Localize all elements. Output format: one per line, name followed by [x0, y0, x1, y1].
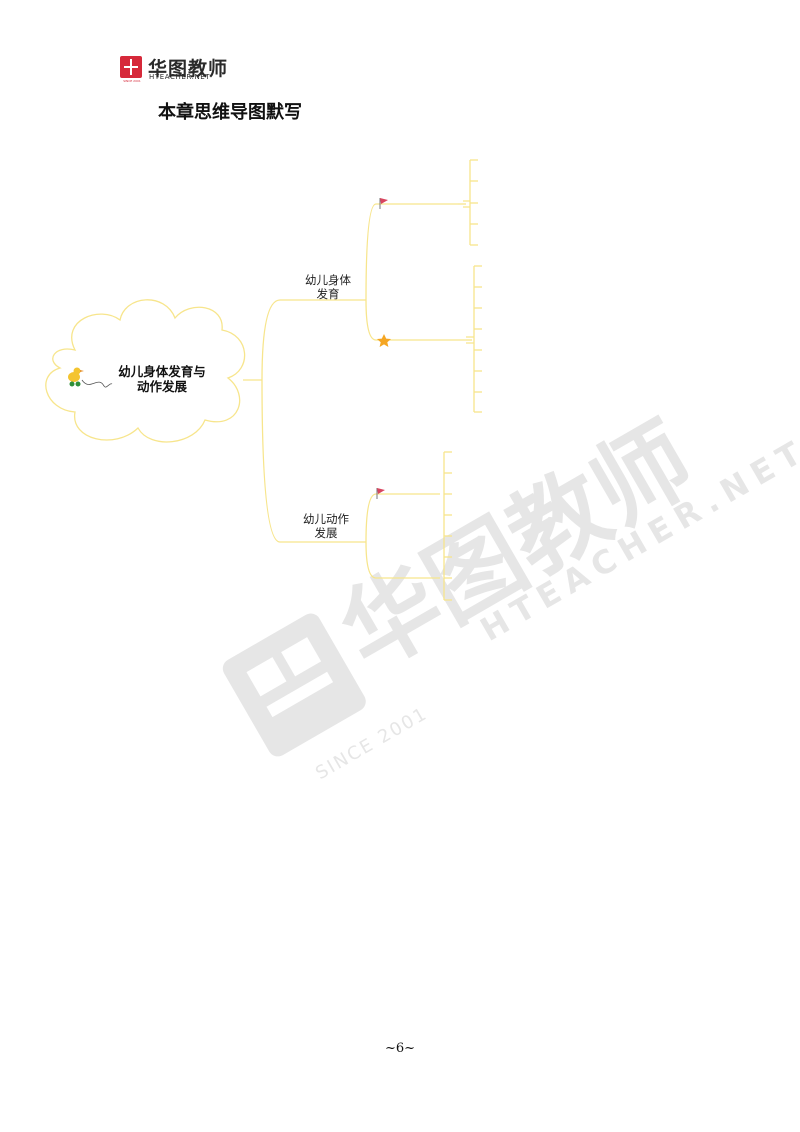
- flag-icon: [376, 488, 385, 499]
- duck-toy-icon: [68, 367, 113, 388]
- branch-1-label-line1: 幼儿身体: [305, 273, 351, 287]
- root-node-label-line1: 幼儿身体发育与: [118, 364, 206, 379]
- logo-en-text: HTEACHER.NET: [149, 73, 211, 81]
- branch-2-label-line2: 发展: [315, 526, 338, 540]
- page-title: 本章思维导图默写: [158, 102, 302, 123]
- branch-1-label-line2: 发育: [317, 287, 340, 301]
- page-number: ~6~: [384, 1041, 416, 1056]
- star-icon: [377, 334, 391, 347]
- logo-cn-text: 华图教师: [148, 58, 229, 80]
- branch-2-label-line1: 幼儿动作: [303, 512, 349, 526]
- logo-tagline: SINCE 2001: [123, 79, 141, 83]
- root-node-label-line2: 动作发展: [137, 379, 188, 394]
- root-cloud: [45, 299, 246, 443]
- logo-mark-icon: [120, 56, 142, 78]
- flag-icon: [379, 198, 388, 209]
